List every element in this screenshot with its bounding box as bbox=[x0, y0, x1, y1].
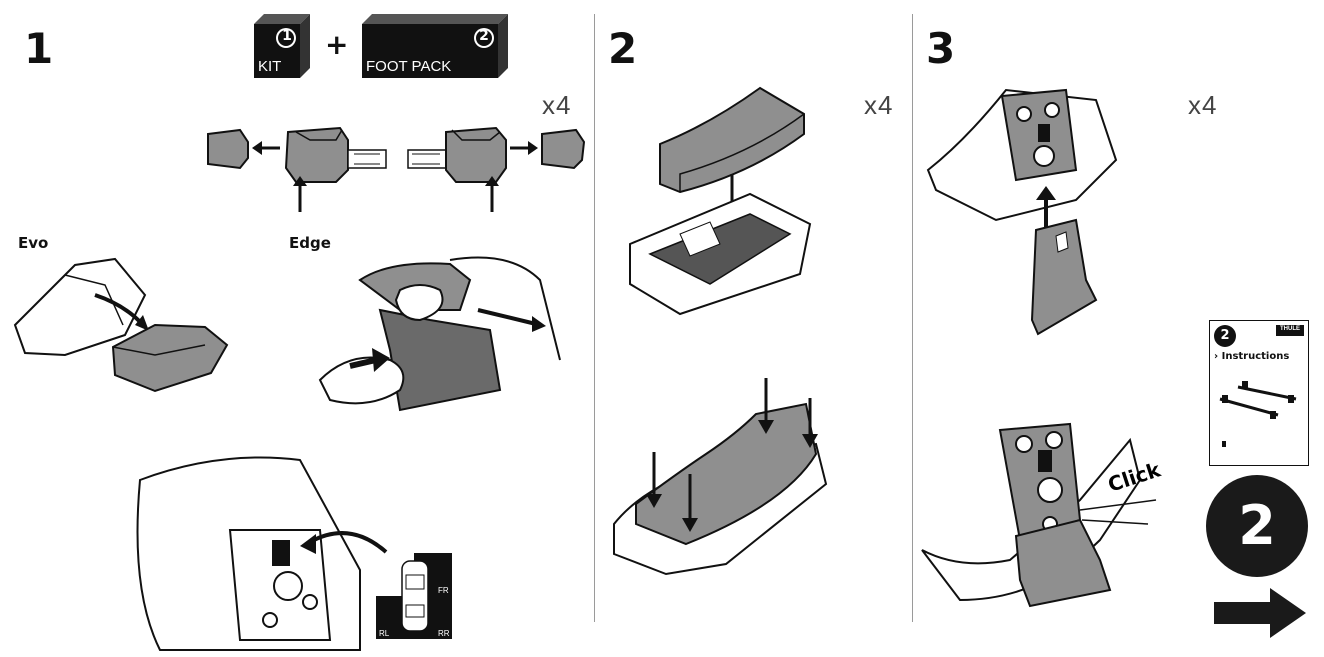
evo-label: Evo bbox=[18, 234, 49, 252]
thule-logo-text: THULE bbox=[1280, 326, 1300, 332]
step-3-number: 3 bbox=[926, 24, 956, 73]
position-grid: FR RL RR bbox=[376, 553, 452, 639]
foot-pack-box-label: FOOT PACK bbox=[366, 58, 452, 75]
roof-rack-icon bbox=[1219, 381, 1297, 419]
edge-cover-removal-illustration bbox=[318, 256, 561, 412]
position-label-fr: FR bbox=[438, 586, 449, 595]
step-2-number: 2 bbox=[608, 24, 638, 73]
foot-pack-box-number: 2 bbox=[479, 28, 489, 44]
pad-pressing-illustration bbox=[613, 378, 828, 576]
divider-2 bbox=[912, 14, 913, 622]
step-3-quantity: x4 bbox=[1188, 90, 1218, 120]
divider-1 bbox=[594, 14, 595, 622]
evo-cover-removal-illustration bbox=[13, 257, 229, 393]
foot-pack-box-icon bbox=[362, 14, 508, 78]
position-label-rr: RR bbox=[438, 629, 450, 638]
svg-text:Click: Click bbox=[1105, 457, 1164, 497]
thule-logo bbox=[1276, 325, 1304, 336]
booklet-number: 2 bbox=[1220, 328, 1230, 343]
step-2-quantity: x4 bbox=[864, 90, 894, 120]
position-label-rl: RL bbox=[379, 629, 390, 638]
next-step-number: 2 bbox=[1238, 494, 1276, 557]
booklet-number-icon bbox=[1214, 325, 1236, 347]
next-instructions-booklet: 2 THULE › Instructions bbox=[1209, 320, 1309, 466]
pad-insertion-illustration bbox=[629, 86, 812, 316]
kit-box-icon bbox=[254, 14, 310, 78]
plus-sign: + bbox=[325, 28, 349, 61]
kit-box-number: 1 bbox=[282, 28, 292, 44]
booklet-small-part-icon bbox=[1222, 441, 1226, 447]
edge-label: Edge bbox=[289, 234, 331, 252]
next-step-circle bbox=[1206, 475, 1308, 577]
foot-plate-mounting-illustration bbox=[926, 88, 1118, 336]
foot-plate-click-illustration bbox=[921, 422, 1157, 608]
step-1-number: 1 bbox=[24, 24, 54, 73]
click-text: Click bbox=[1105, 457, 1164, 497]
foot-disassembly-illustration bbox=[207, 126, 586, 212]
step-1-quantity: x4 bbox=[542, 90, 572, 120]
label-placement-illustration bbox=[136, 456, 388, 651]
booklet-title: › Instructions bbox=[1214, 351, 1290, 362]
next-page-arrow-icon bbox=[1214, 588, 1306, 638]
kit-box-label: KIT bbox=[258, 58, 282, 75]
